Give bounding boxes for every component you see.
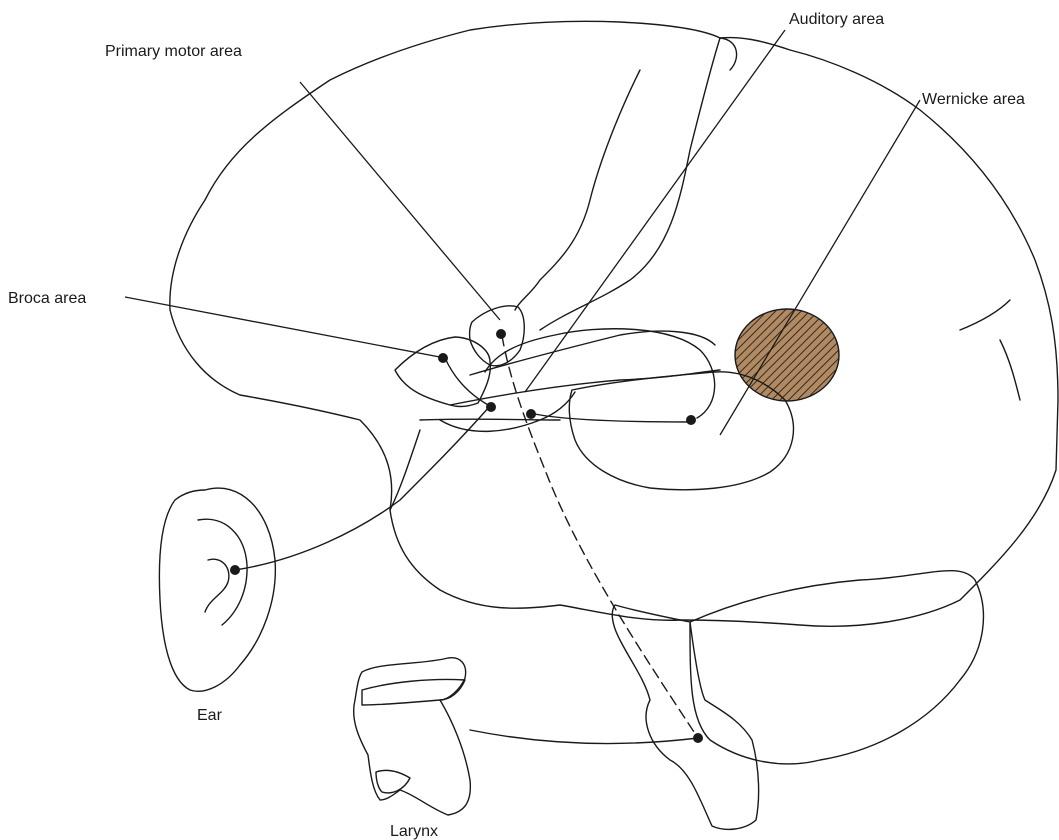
auditory-node-1 (486, 402, 496, 412)
label-wernicke: Wernicke area (922, 91, 1025, 108)
gyrus-fold-2 (960, 300, 1010, 330)
label-primary-motor: Primary motor area (105, 43, 242, 60)
ear-shape (159, 488, 275, 691)
brainstem-node (693, 733, 703, 743)
leader-broca (125, 297, 445, 358)
precentral-sulcus (515, 70, 640, 310)
cerebrum (170, 21, 1058, 626)
label-broca: Broca area (8, 290, 86, 307)
central-sulcus (540, 38, 720, 330)
motor-node (496, 329, 506, 339)
wernicke-node (686, 415, 696, 425)
cerebellum (690, 571, 983, 764)
pathway-motor-dashed (502, 336, 698, 738)
brainstem (612, 605, 758, 829)
leader-primary-motor (300, 82, 500, 320)
label-ear: Ear (197, 707, 223, 724)
label-auditory: Auditory area (789, 11, 884, 28)
broca-area (395, 337, 490, 406)
larynx-band-bottom (376, 770, 410, 792)
ear-helix-inner (198, 519, 247, 625)
auditory-node-2 (526, 409, 536, 419)
gyrus-fold-1 (720, 38, 737, 70)
temporal-front-fold (390, 430, 420, 510)
gyrus-fold-3 (1000, 340, 1020, 400)
label-larynx: Larynx (390, 823, 438, 840)
pathway-loop-lower (440, 392, 575, 431)
ear-node (230, 565, 240, 575)
pathway-wernicke-to-broca (485, 329, 715, 418)
pathway-brainstem-to-larynx (470, 730, 698, 743)
larynx-band-top (362, 679, 465, 705)
ear-concha (205, 559, 229, 612)
